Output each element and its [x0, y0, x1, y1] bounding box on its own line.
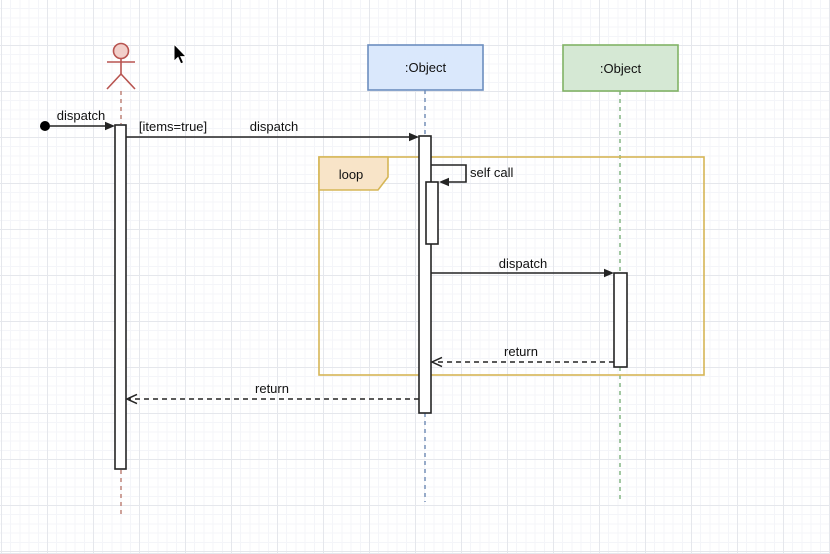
- loop-fragment-frame[interactable]: [318, 156, 705, 376]
- start-marker-icon[interactable]: [40, 121, 50, 131]
- message-return-to-object1[interactable]: return: [430, 344, 614, 368]
- message-dispatch2-label: dispatch: [499, 256, 547, 271]
- arrowhead-solid-icon: [604, 268, 614, 278]
- arrowhead-open-icon: [430, 356, 443, 368]
- mouse-cursor-icon: [173, 42, 188, 65]
- object1-label: :Object: [405, 60, 447, 75]
- object1-box[interactable]: :Object: [367, 44, 484, 91]
- arrowhead-solid-icon: [409, 132, 419, 142]
- message-return-to-actor[interactable]: return: [125, 381, 419, 405]
- object1-rect[interactable]: [367, 44, 484, 91]
- arrowhead-solid-icon: [439, 177, 449, 187]
- message-dispatch-to-object2[interactable]: dispatch: [431, 256, 614, 278]
- guard-label: [items=true]: [139, 119, 207, 134]
- loop-label-pentagon[interactable]: [318, 156, 389, 191]
- object1-activation-bar[interactable]: [418, 135, 432, 414]
- object1-nested-activation-bar[interactable]: [425, 181, 439, 245]
- message-self-call-label: self call: [470, 165, 513, 180]
- message-start-dispatch[interactable]: dispatch: [40, 108, 115, 131]
- arrowhead-solid-icon: [105, 121, 115, 131]
- message-start-label: dispatch: [57, 108, 105, 123]
- actor-activation-bar[interactable]: [114, 124, 127, 470]
- object2-label: :Object: [600, 61, 642, 76]
- message-return2-label: return: [255, 381, 289, 396]
- message-dispatch1-label: dispatch: [250, 119, 298, 134]
- actor-leg-right: [120, 73, 136, 90]
- object2-box[interactable]: :Object: [562, 44, 679, 92]
- actor-leg-left: [106, 73, 122, 90]
- actor[interactable]: [106, 42, 136, 90]
- loop-fragment[interactable]: loop: [318, 156, 705, 376]
- loop-label: loop: [339, 167, 364, 182]
- message-return1-label: return: [504, 344, 538, 359]
- message-dispatch-to-object1[interactable]: [items=true] dispatch: [126, 119, 419, 142]
- object2-activation-bar[interactable]: [613, 272, 628, 368]
- message-self-call[interactable]: self call: [431, 164, 513, 187]
- object2-rect[interactable]: [562, 44, 679, 92]
- message-self-call-line[interactable]: [431, 164, 467, 183]
- arrowhead-open-icon: [125, 393, 138, 405]
- actor-head: [112, 42, 130, 60]
